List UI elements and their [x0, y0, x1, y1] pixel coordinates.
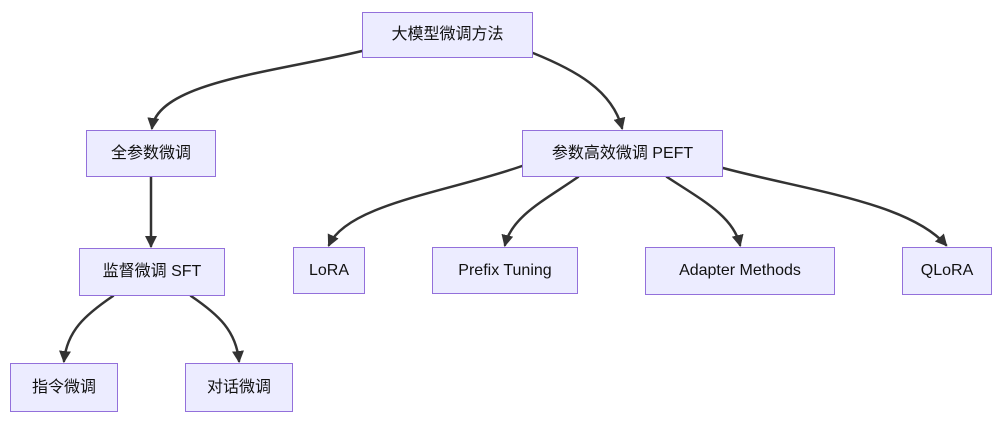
node-peft: 参数高效微调 PEFT	[522, 130, 723, 177]
edge-sft-to-instruction	[59, 294, 115, 363]
node-qlora: QLoRA	[902, 247, 992, 295]
node-lora: LoRA	[293, 247, 365, 294]
edge-peft-to-lora	[327, 164, 524, 247]
node-adapter-methods: Adapter Methods	[645, 247, 835, 295]
node-prefix-tuning: Prefix Tuning	[432, 247, 578, 294]
edge-peft-to-adapter-methods	[665, 175, 744, 247]
edge-peft-to-qlora	[721, 166, 948, 247]
node-full-param-finetune: 全参数微调	[86, 130, 216, 177]
edge-root-to-full-param	[147, 49, 364, 130]
node-root: 大模型微调方法	[362, 12, 533, 58]
edge-peft-to-prefix-tuning	[501, 175, 580, 247]
edge-root-to-peft	[531, 51, 626, 130]
node-sft: 监督微调 SFT	[79, 248, 225, 296]
node-instruction-tuning: 指令微调	[10, 363, 118, 412]
node-dialogue-tuning: 对话微调	[185, 363, 293, 412]
edge-sft-to-dialogue	[189, 294, 244, 363]
